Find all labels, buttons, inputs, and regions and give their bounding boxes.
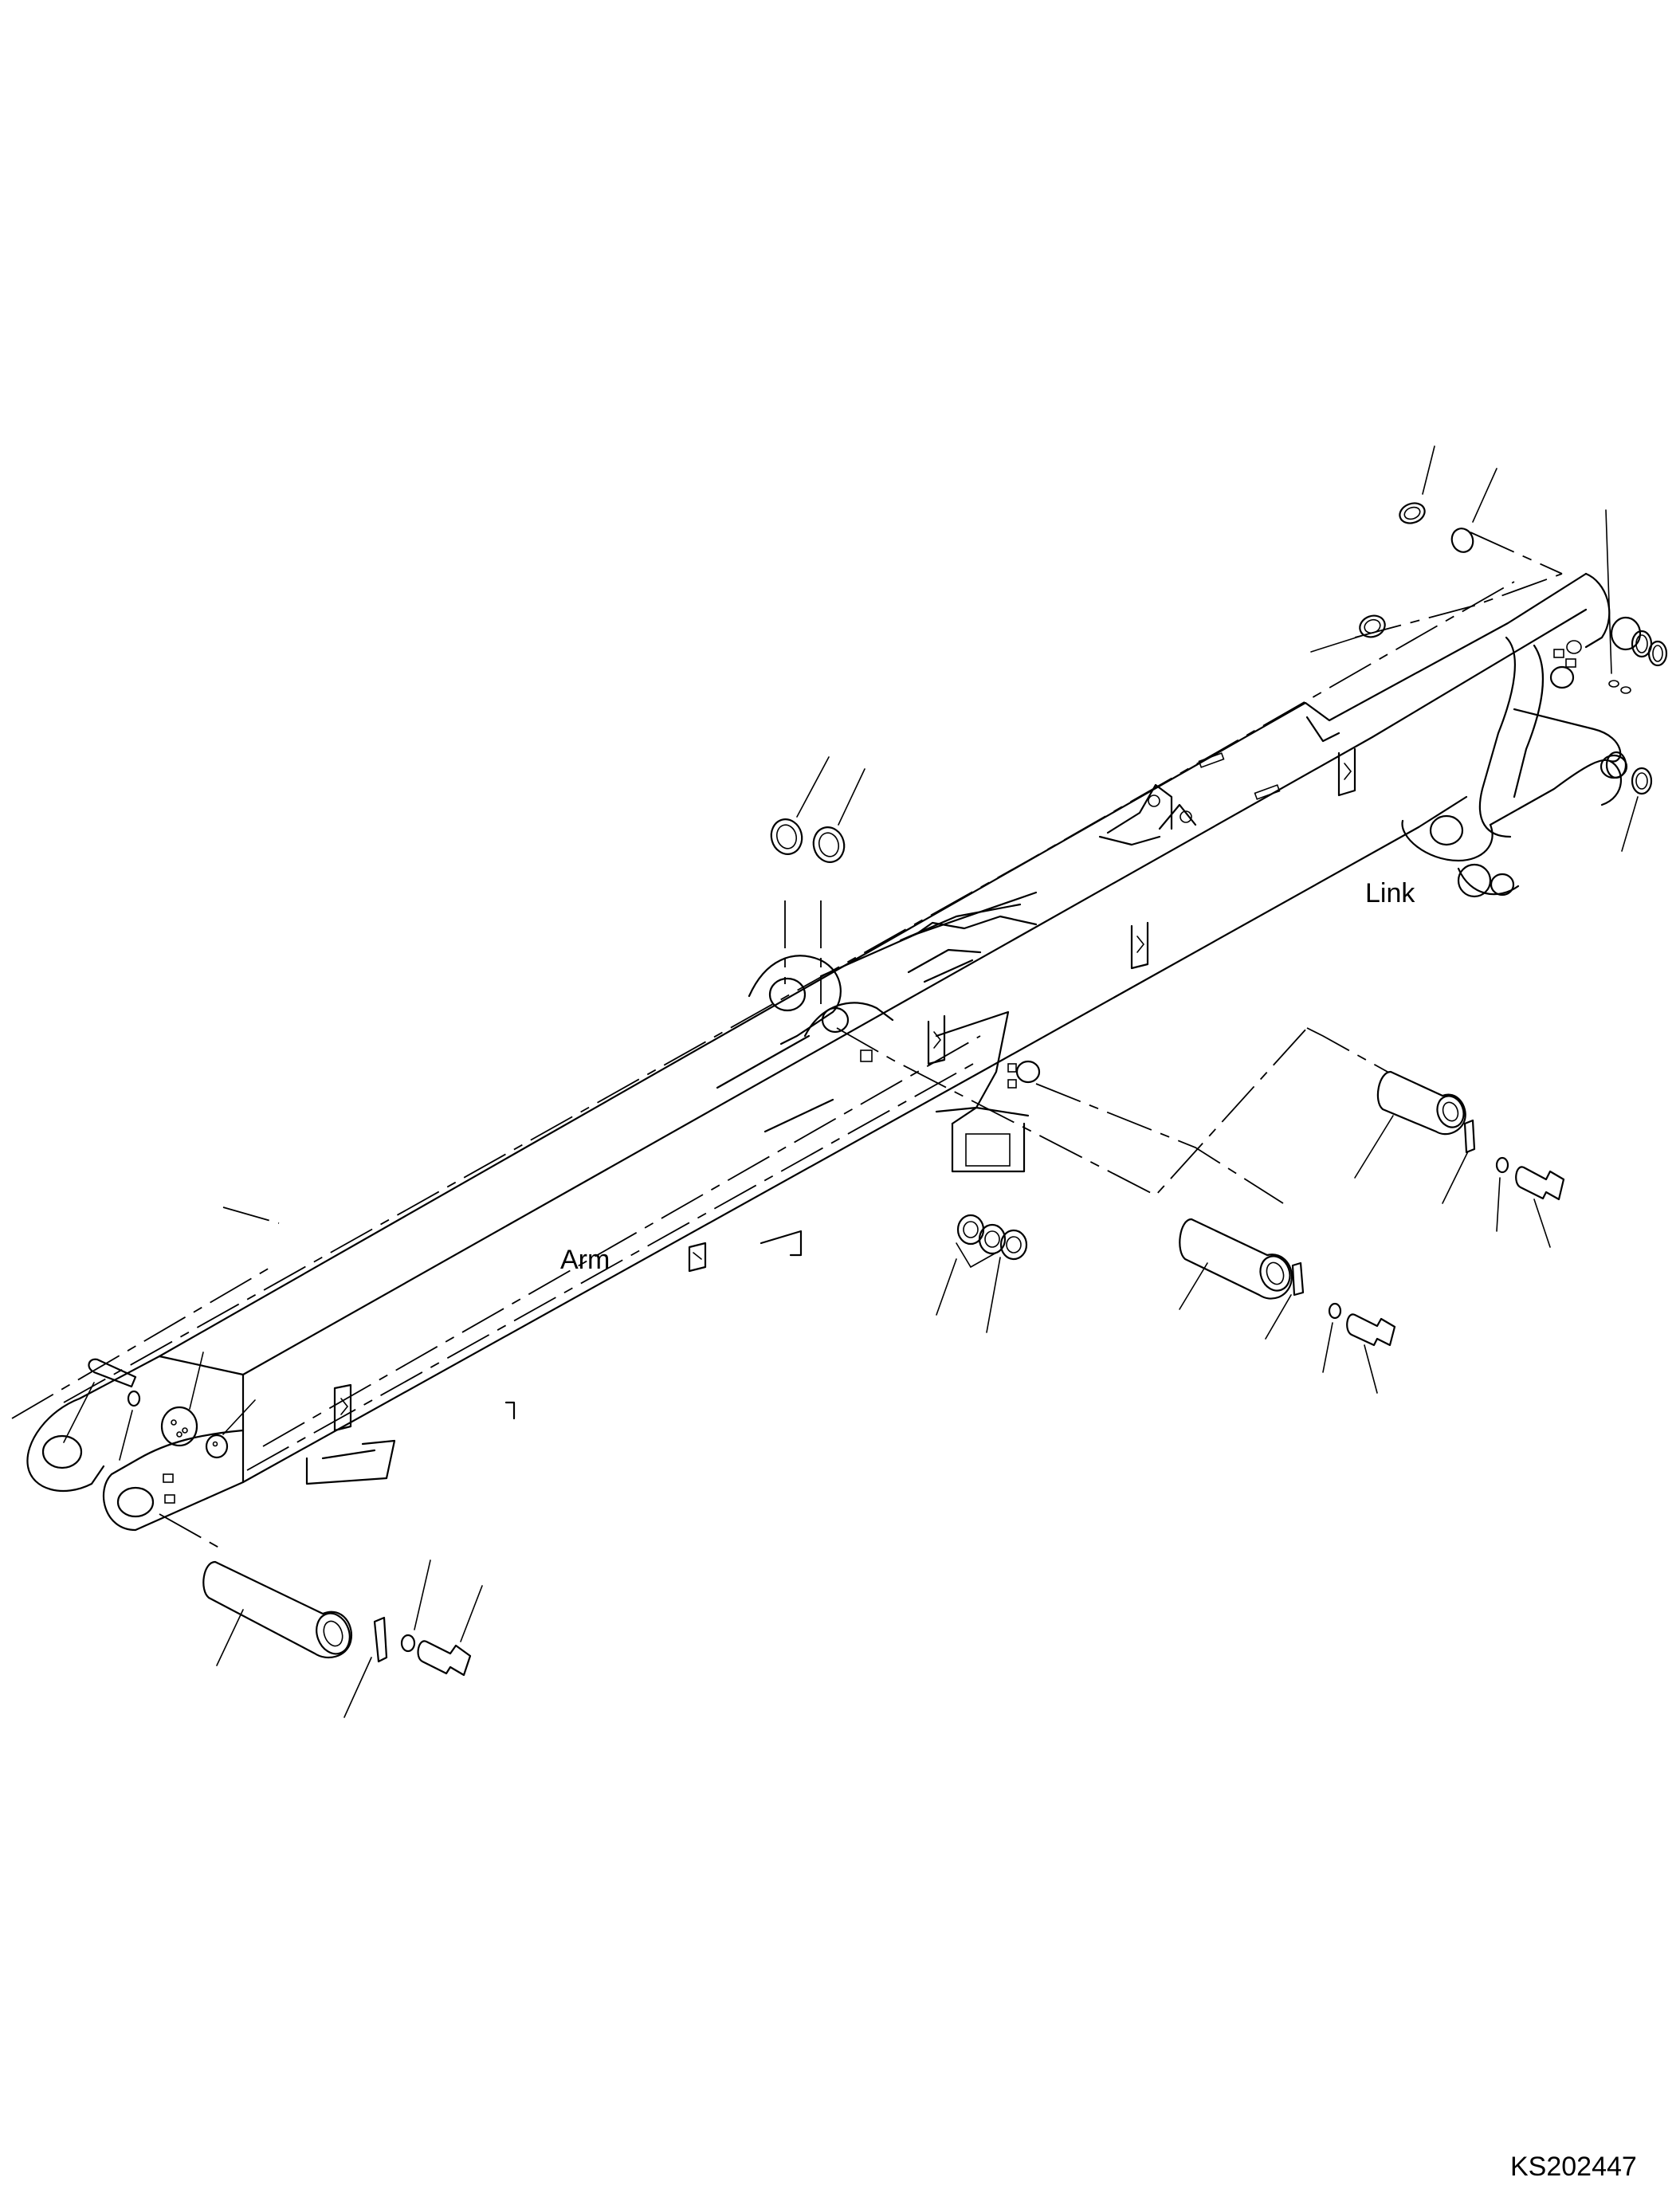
washer-front — [400, 1559, 431, 1653]
bolt-left-top — [63, 1358, 137, 1443]
ring-mid-1 — [770, 756, 830, 855]
washer-rear — [1495, 1156, 1509, 1232]
grease-fittings-rear — [1605, 509, 1631, 694]
pin-rear — [1354, 1070, 1466, 1179]
washer-mid — [1322, 1302, 1342, 1373]
side-tab-4 — [1130, 921, 1149, 970]
link-assembly — [1401, 636, 1628, 898]
arm-label: Arm — [560, 1245, 610, 1275]
ring-top-1 — [1399, 445, 1435, 524]
drawing-id: KS202447 — [1510, 2152, 1637, 2182]
lock-plate-mid — [1265, 1261, 1305, 1340]
side-tab-1 — [333, 1383, 352, 1432]
washer-left-top — [119, 1390, 141, 1461]
bolt-mid — [1346, 1313, 1396, 1394]
pin-mid — [1179, 1218, 1293, 1310]
bolt-rear — [1515, 1166, 1565, 1248]
washer-stack — [936, 1214, 1028, 1333]
assembly-lines — [11, 532, 1563, 1551]
arm-body — [26, 572, 1642, 1532]
plate-left — [160, 1352, 204, 1447]
bolt-front — [417, 1585, 483, 1677]
ring-mid-2 — [812, 768, 866, 863]
pin-front — [202, 1560, 353, 1666]
shim-left — [205, 1399, 256, 1459]
side-tab-3 — [927, 1014, 946, 1065]
ring-top-3 — [1310, 614, 1386, 653]
plate-top-2 — [1450, 468, 1497, 553]
lock-plate-front — [343, 1616, 388, 1718]
link-label: Link — [1365, 878, 1415, 908]
lock-plate-rear — [1442, 1119, 1476, 1204]
side-tab-2 — [688, 1242, 707, 1273]
ring-rear-pair — [1631, 630, 1668, 667]
side-tab-5 — [1337, 747, 1356, 797]
ring-link-lower — [1605, 751, 1653, 852]
